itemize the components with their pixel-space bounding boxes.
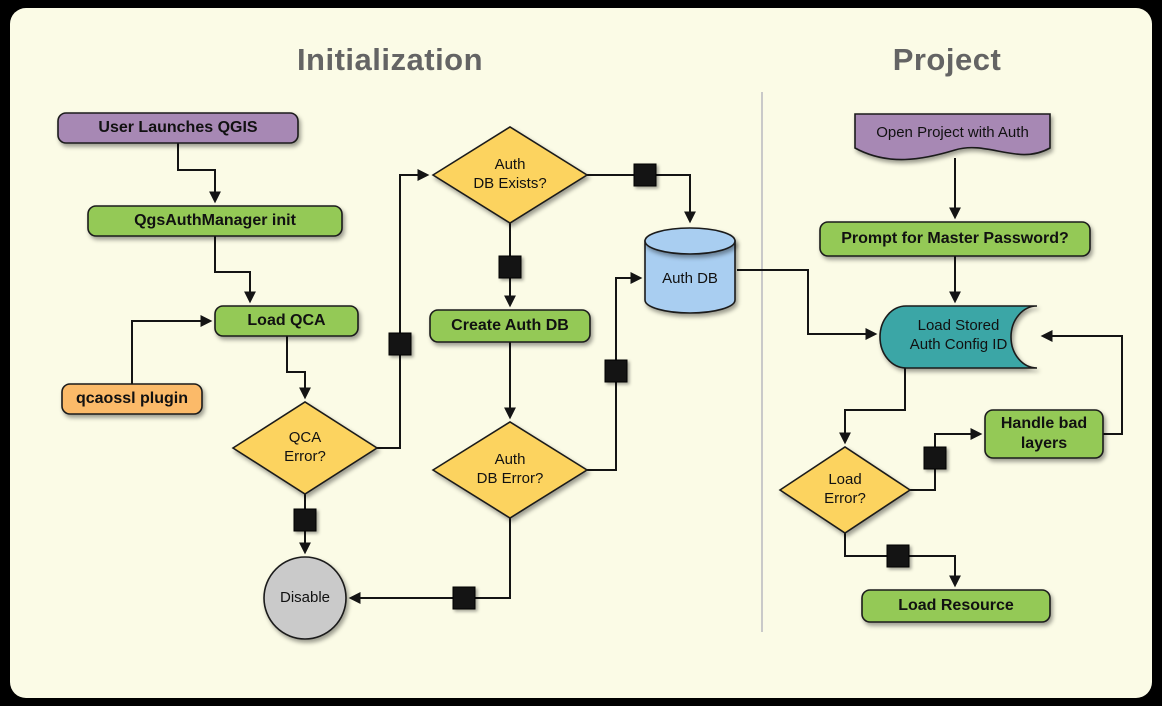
node-auth-db-cylinder-body: [644, 240, 736, 314]
edge-launch-to-init: [177, 143, 221, 204]
section-title-project: Project: [892, 42, 1002, 77]
node-load-qca-label: Load QCA: [247, 312, 326, 329]
node-create-auth-db-shape: [429, 309, 591, 343]
node-qca-error-label: QCA Error?: [284, 429, 326, 465]
node-prompt-master-label: Prompt for Master Password?: [841, 230, 1069, 247]
node-auth-db-error-shape: [431, 421, 589, 519]
node-open-project-label: Open Project with Auth: [876, 123, 1029, 141]
node-qgsauthmanager-label: QgsAuthManager init: [134, 212, 296, 229]
node-load-resource-shape: [861, 589, 1051, 623]
edge-loadstored-to-loaderror: [839, 368, 906, 445]
node-load-qca-shape: [214, 305, 359, 337]
connector-square: [498, 255, 522, 279]
connector-square: [388, 332, 412, 356]
node-auth-db-exists-label: Auth DB Exists?: [473, 156, 547, 192]
node-user-launches-label: User Launches QGIS: [98, 119, 258, 136]
node-prompt-master-shape: [819, 221, 1091, 257]
connector-square: [923, 446, 947, 470]
node-qca-error-shape: [231, 401, 379, 495]
edge-authdb-to-loadstored: [737, 269, 878, 340]
node-load-resource-label: Load Resource: [898, 597, 1014, 614]
edge-qcaerror-to-authdbexists: [377, 169, 430, 449]
connector-square: [633, 163, 657, 187]
node-qcaossl-label: qcaossl plugin: [75, 390, 188, 407]
edge-loadqca-to-qcaerror: [286, 336, 311, 400]
connector-square: [452, 586, 476, 610]
node-load-error-shape: [778, 446, 912, 534]
node-auth-db-exists-shape: [431, 126, 589, 224]
node-handle-bad-layers-label: Handle bad layers: [1000, 415, 1088, 452]
node-load-stored-shape: [879, 305, 1038, 369]
edge-autherror-to-disable: [348, 518, 511, 604]
node-qgsauthmanager-shape: [87, 205, 343, 237]
connector-square: [886, 544, 910, 568]
node-disable-label: Disable: [279, 588, 331, 606]
connector-square: [604, 359, 628, 383]
node-handle-bad-layers-shape: [984, 409, 1104, 459]
section-title-initialization: Initialization: [296, 42, 484, 77]
node-disable-shape: [263, 556, 347, 640]
node-user-launches-shape: [57, 112, 299, 144]
node-qcaossl-shape: [61, 383, 203, 415]
node-open-project-shape: [854, 113, 1051, 161]
node-auth-db-label: Auth DB: [662, 270, 718, 288]
node-load-stored-label: Load Stored Auth Config ID: [909, 317, 1008, 353]
edge-qcaossl-to-loadqca: [131, 315, 213, 384]
node-load-error-label: Load Error?: [824, 471, 866, 507]
node-auth-db-cylinder-top: [644, 227, 736, 255]
edge-handlebad-to-loadstored: [1040, 330, 1123, 435]
node-create-auth-db-label: Create Auth DB: [451, 317, 569, 334]
edge-authdbexists-to-authdb: [587, 174, 696, 224]
node-auth-db-error-label: Auth DB Error?: [476, 451, 544, 487]
edge-init-to-loadqca: [214, 236, 256, 304]
connector-square: [293, 508, 317, 532]
